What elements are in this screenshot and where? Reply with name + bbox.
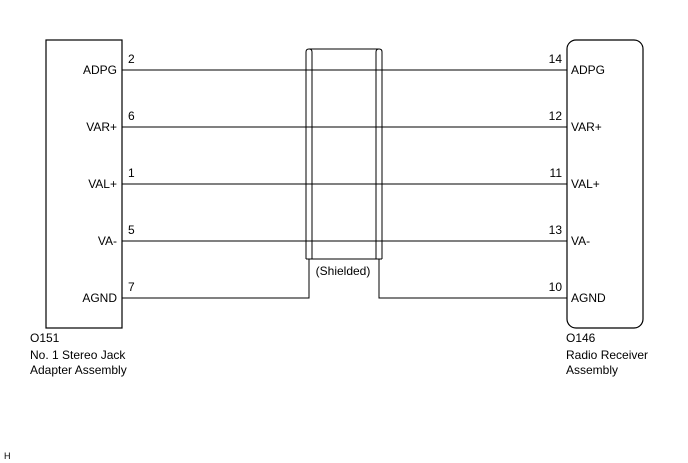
wire-adpg: ADPG 2 14 ADPG (83, 52, 605, 77)
right-pin-label: AGND (571, 291, 606, 305)
right-pin-number: 10 (549, 280, 563, 294)
wire-line-right (378, 259, 567, 299)
left-pin-label: ADPG (83, 63, 117, 77)
right-pin-number: 13 (549, 223, 563, 237)
left-pin-label: AGND (82, 291, 117, 305)
left-connector-name-line2: Adapter Assembly (30, 363, 127, 377)
wire-agnd: AGND 7 10 AGND (82, 259, 606, 305)
left-pin-number: 1 (128, 166, 135, 180)
left-connector-name-line1: No. 1 Stereo Jack (30, 348, 126, 362)
shield-label: (Shielded) (316, 264, 371, 278)
right-pin-label: VAR+ (571, 120, 602, 134)
left-pin-label: VA- (98, 234, 117, 248)
left-pin-number: 2 (128, 52, 135, 66)
right-connector-name-line1: Radio Receiver (566, 348, 648, 362)
left-pin-label: VAL+ (88, 177, 117, 191)
left-pin-label: VAR+ (86, 120, 117, 134)
right-connector-name-line2: Assembly (566, 363, 618, 377)
right-pin-number: 11 (550, 166, 563, 180)
shield-group: (Shielded) (305, 48, 383, 278)
wire-line-left (122, 259, 310, 299)
wire-val-plus: VAL+ 1 11 VAL+ (88, 166, 600, 191)
right-pin-number: 14 (549, 52, 563, 66)
right-pin-label: VA- (571, 234, 590, 248)
left-connector-id: O151 (30, 331, 60, 345)
corner-mark: H (4, 451, 11, 461)
right-connector-id: O146 (566, 331, 596, 345)
wire-var-plus: VAR+ 6 12 VAR+ (86, 109, 602, 134)
right-pin-number: 12 (549, 109, 563, 123)
left-pin-number: 6 (128, 109, 135, 123)
left-pin-number: 5 (128, 223, 135, 237)
right-pin-label: ADPG (571, 63, 605, 77)
left-pin-number: 7 (128, 280, 135, 294)
shield-right-outline (375, 48, 383, 259)
right-pin-label: VAL+ (571, 177, 600, 191)
shield-left-outline (305, 48, 313, 259)
wire-va-minus: VA- 5 13 VA- (98, 223, 590, 248)
